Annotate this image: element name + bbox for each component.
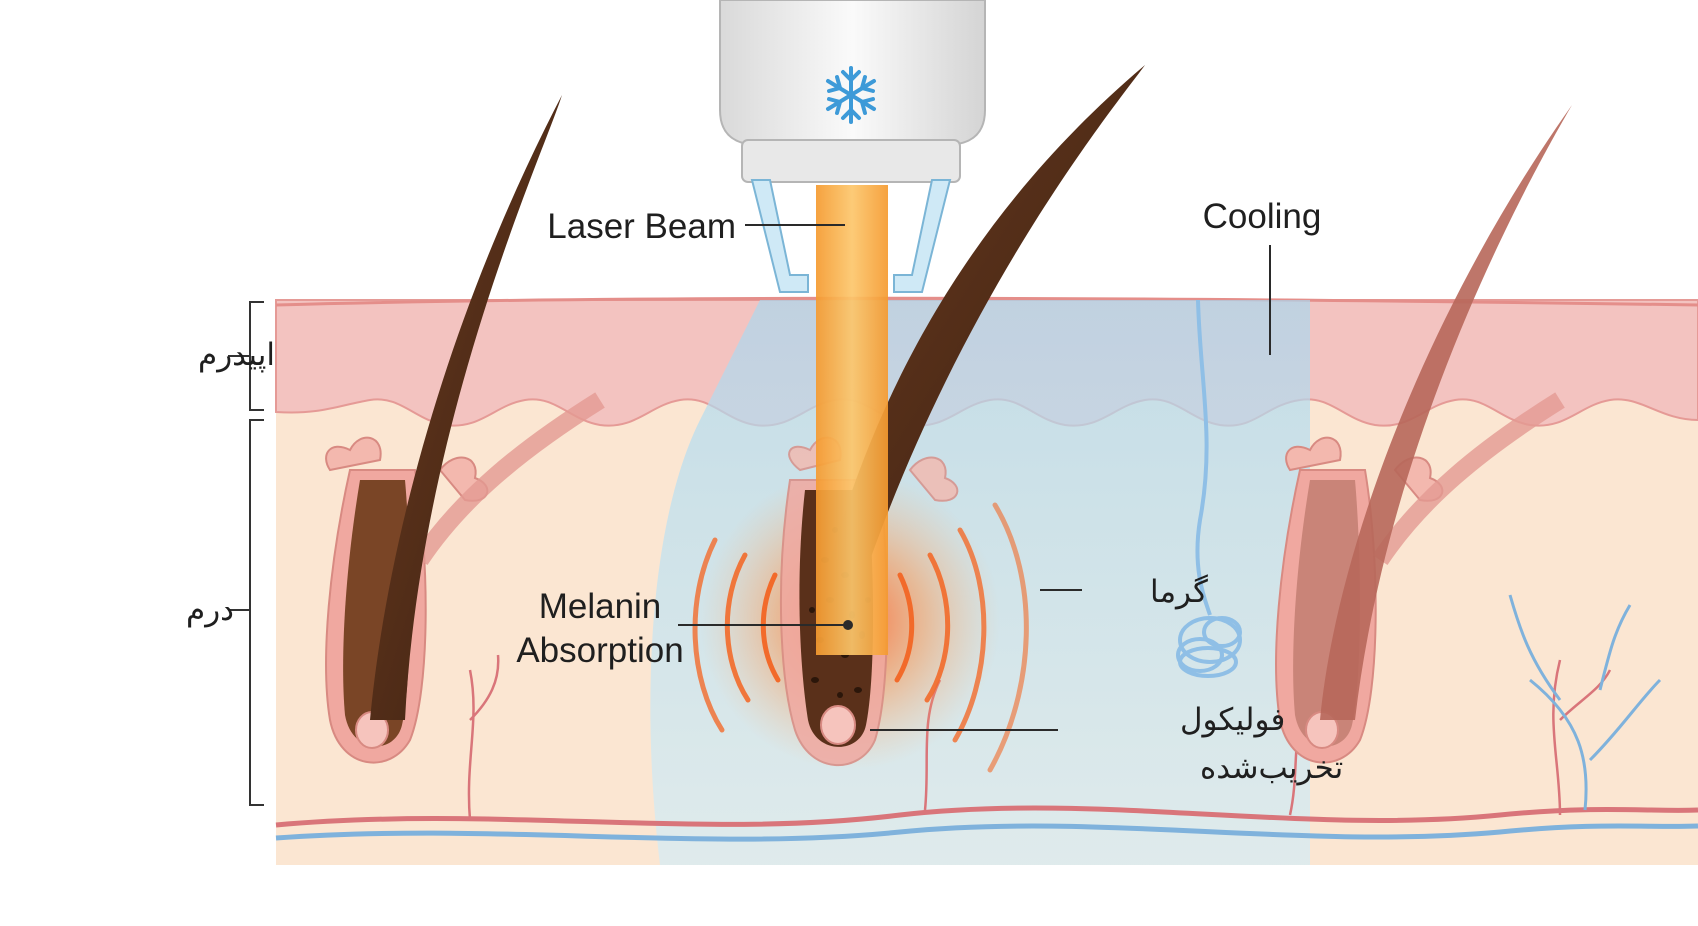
label-melanin-line1: Melanin: [539, 587, 662, 626]
label-follicle-line2: تخریب‌شده: [1200, 750, 1343, 786]
melanin-leader-dot: [843, 620, 853, 630]
sweat-duct: [1195, 299, 1212, 616]
cooling-tip-left: [750, 179, 809, 293]
snowflake-icon: [826, 66, 876, 124]
laser-beam: [816, 185, 888, 655]
skin-cross-section: [275, 65, 1698, 865]
label-heat: گرما: [1150, 574, 1208, 610]
sweat-gland-coil: [1176, 616, 1242, 678]
hair-shaft-left: [370, 95, 562, 720]
hair-shaft-right: [1320, 105, 1572, 720]
label-follicle-line1: فولیکول: [1180, 702, 1285, 738]
label-cooling: Cooling: [1203, 197, 1322, 236]
label-dermis: درم: [186, 592, 234, 628]
epidermis-bracket: [228, 301, 264, 411]
cooling-tip-right: [893, 179, 952, 293]
label-melanin-line2: Absorption: [516, 631, 683, 670]
label-laser-beam: Laser Beam: [547, 207, 736, 246]
heat-rings: [692, 502, 1029, 773]
dermis-bracket: [228, 419, 264, 806]
artery: [275, 805, 1698, 828]
laser-device: [719, 0, 986, 293]
label-epidermis: اپیدرم: [198, 337, 275, 373]
capillaries-blue: [1508, 594, 1662, 811]
vein: [275, 823, 1698, 842]
hair-shaft-center: [830, 65, 1145, 560]
